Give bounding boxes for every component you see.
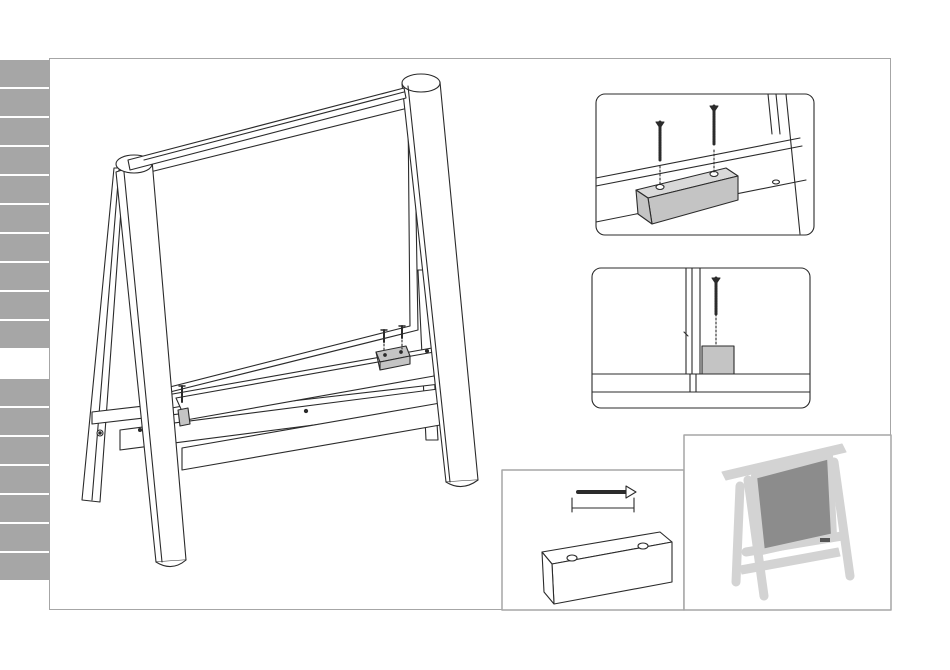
easel-assembly-view bbox=[82, 74, 478, 567]
block-screw-attachment-detail bbox=[596, 94, 814, 235]
block-side-screw-detail bbox=[592, 268, 810, 408]
back-left-leg bbox=[82, 168, 124, 502]
finished-easel-preview bbox=[684, 435, 891, 610]
block-left bbox=[178, 408, 190, 426]
screw-and-block-parts bbox=[502, 470, 684, 610]
